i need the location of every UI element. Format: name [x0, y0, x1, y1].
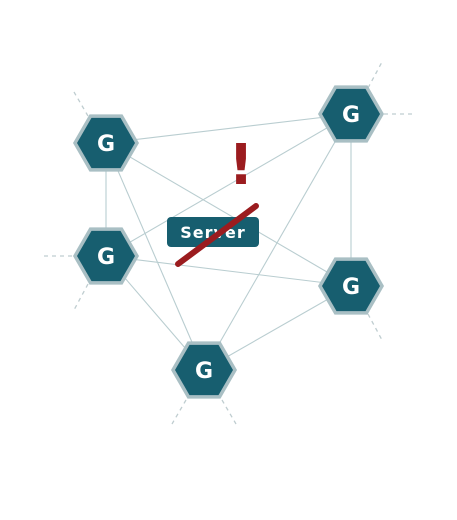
node-g2[interactable]: G — [318, 85, 384, 143]
node-label: G — [342, 275, 360, 300]
edge-stub-5 — [73, 283, 89, 311]
server-strike-line — [175, 203, 259, 267]
node-hexagon — [175, 344, 233, 396]
alert-exclamation-icon: ! — [228, 133, 254, 198]
edge-g1-g2 — [105, 113, 352, 144]
node-g5[interactable]: G — [171, 341, 237, 399]
server-box[interactable]: Server — [167, 203, 259, 267]
node-label: G — [97, 245, 115, 270]
edge-g2-g5 — [203, 113, 352, 371]
node-label: G — [97, 132, 115, 157]
node-hexagon — [77, 117, 135, 169]
edge-stub-1 — [73, 91, 89, 117]
edge-g3-g4 — [105, 255, 352, 287]
nodes: G G G G G — [73, 85, 384, 399]
node-g4[interactable]: G — [318, 257, 384, 315]
node-label: G — [195, 359, 213, 384]
node-hexagon — [322, 88, 380, 140]
edge-stubs — [44, 61, 412, 425]
node-g1[interactable]: G — [73, 114, 139, 172]
node-label: G — [342, 103, 360, 128]
edge-stub-6 — [367, 313, 383, 341]
edge-stub-7 — [171, 399, 187, 425]
edge-g2-g3 — [105, 113, 352, 257]
edge-stub-2 — [367, 61, 383, 89]
node-hexagon — [77, 230, 135, 282]
edge-g1-g4 — [105, 142, 352, 287]
edge-g1-g5 — [105, 142, 205, 371]
edge-stub-8 — [221, 399, 237, 425]
node-g3[interactable]: G — [73, 227, 139, 285]
node-hexagon — [322, 260, 380, 312]
